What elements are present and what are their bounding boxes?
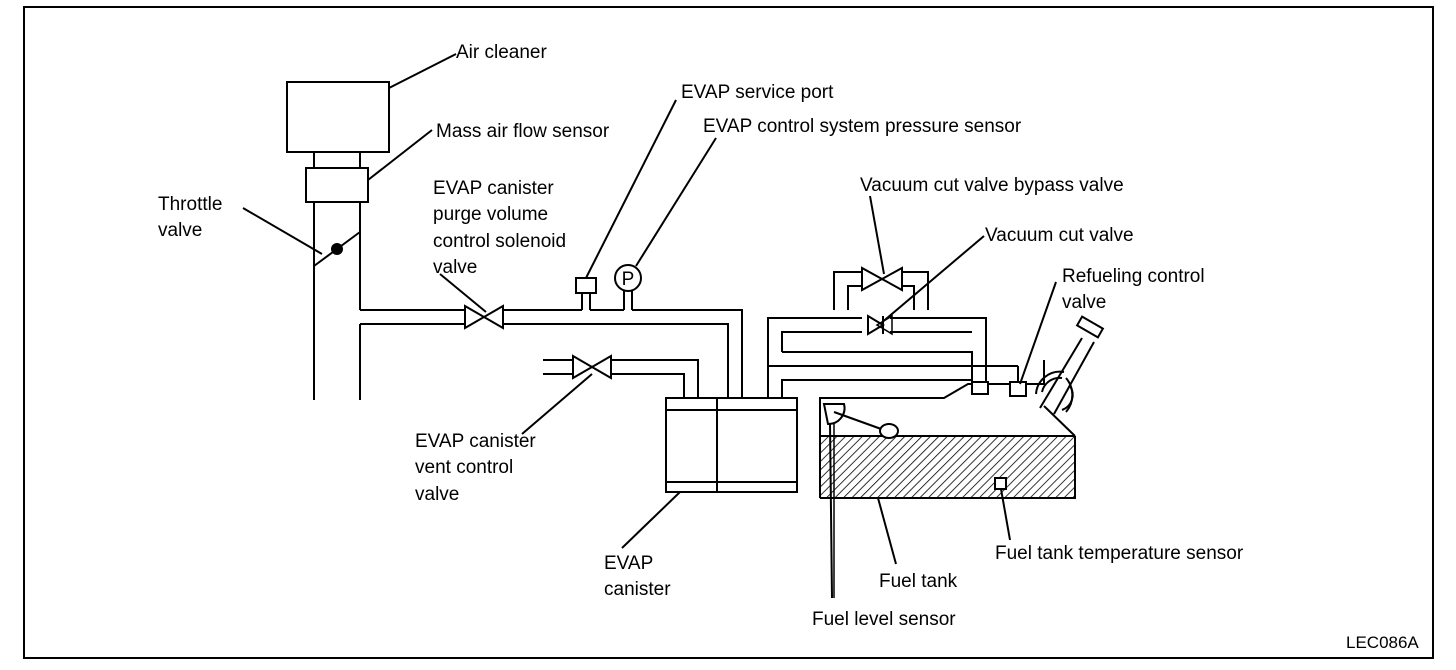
label-canister-line1: EVAP <box>604 553 653 574</box>
label-fuel-tank-temperature-sensor: Fuel tank temperature sensor <box>995 543 1244 564</box>
filler-cap <box>1075 315 1105 339</box>
label-vent-line2: vent control <box>415 457 513 478</box>
vent-valve-right <box>590 354 612 380</box>
pressure-sensor-circle <box>614 264 642 292</box>
label-refueling-line2: valve <box>1062 292 1106 313</box>
label-purge-line4: valve <box>433 257 477 278</box>
label-evap-service-port: EVAP service port <box>681 82 834 103</box>
fuel-level-float <box>879 423 899 439</box>
bypass-valve-left <box>861 266 885 292</box>
vacuum-cut-tank-port <box>971 381 989 395</box>
vent-valve-left <box>572 354 594 380</box>
label-throttle-line1: Throttle <box>158 194 222 215</box>
fuel-tank-temperature-sensor <box>994 477 1007 490</box>
bypass-valve-right <box>879 266 903 292</box>
refueling-control-valve-body <box>1009 381 1027 397</box>
label-purge-line2: purge volume <box>433 204 548 225</box>
label-vent-line1: EVAP canister <box>415 431 536 452</box>
fuel-liquid <box>820 436 1075 498</box>
throttle-pivot <box>331 243 343 255</box>
fuel-tank <box>819 315 1105 599</box>
evap-canister <box>665 397 798 493</box>
purge-line: P <box>360 264 743 398</box>
canister-body <box>665 397 798 493</box>
air-cleaner-box <box>286 81 390 153</box>
leader-lines <box>242 53 1057 565</box>
label-purge-line3: control solenoid <box>433 231 566 252</box>
pressure-sensor-symbol: P <box>622 269 635 290</box>
tank-vapor-line <box>767 266 987 398</box>
label-vacuum-cut-valve: Vacuum cut valve <box>985 225 1134 246</box>
purge-valve-right <box>482 304 504 330</box>
label-throttle-line2: valve <box>158 220 202 241</box>
mass-air-flow-sensor-box <box>305 167 369 203</box>
frame-border <box>23 6 1434 659</box>
label-pressure-sensor: EVAP control system pressure sensor <box>703 116 1022 137</box>
label-air-cleaner: Air cleaner <box>456 42 547 63</box>
intake-assembly <box>286 81 390 400</box>
figure-code: LEC086A <box>1346 633 1419 652</box>
label-purge-line1: EVAP canister <box>433 178 554 199</box>
vacuum-cut-valve-shape <box>867 314 885 336</box>
label-fuel-level-sensor: Fuel level sensor <box>812 609 956 630</box>
purge-valve-left <box>464 304 486 330</box>
label-bypass-valve: Vacuum cut valve bypass valve <box>860 175 1124 196</box>
vent-line <box>543 354 699 398</box>
label-refueling-line1: Refueling control <box>1062 266 1205 287</box>
fuel-level-sensor-head <box>822 403 846 426</box>
label-fuel-tank: Fuel tank <box>879 571 958 592</box>
label-canister-line2: canister <box>604 579 671 600</box>
evap-service-port <box>575 277 597 294</box>
label-vent-line3: valve <box>415 484 459 505</box>
label-mass-air-flow-sensor: Mass air flow sensor <box>436 121 610 142</box>
